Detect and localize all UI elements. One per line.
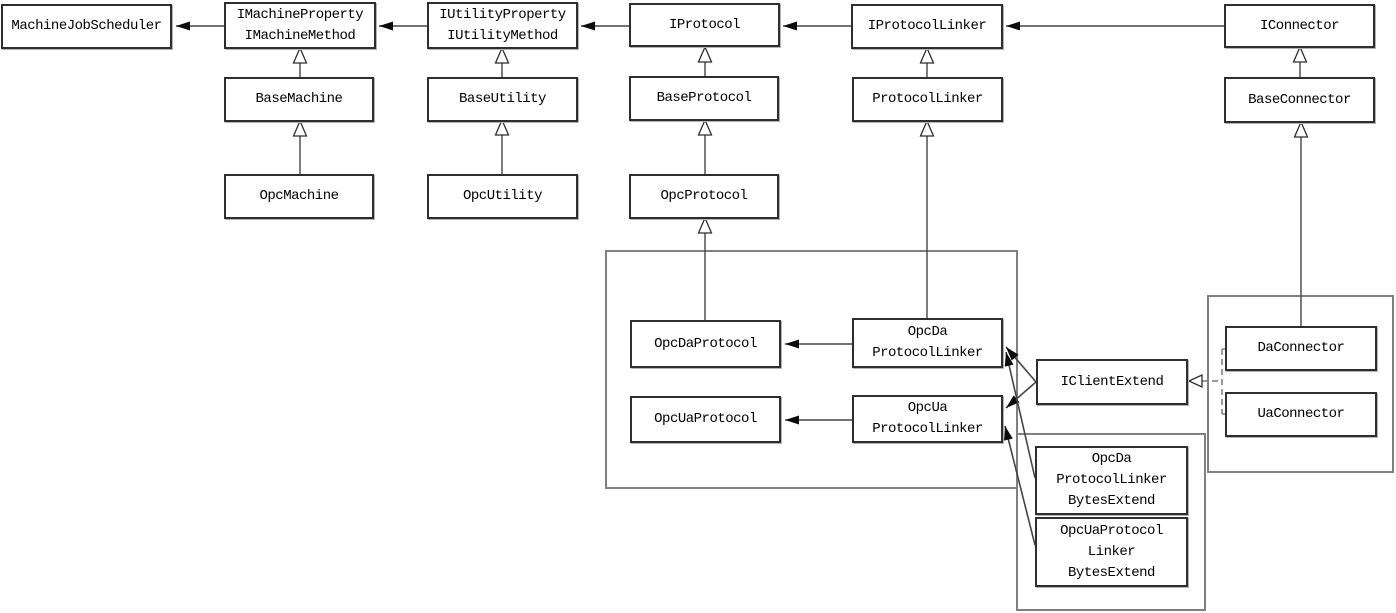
node-opc-da-protocol: OpcDaProtocol — [630, 320, 781, 368]
node-opc-protocol: OpcProtocol — [629, 174, 779, 219]
node-opc-da-protocol-linker: OpcDa ProtocolLinker — [852, 318, 1003, 368]
generalization-stems — [299, 62, 1302, 326]
node-opc-machine: OpcMachine — [224, 174, 374, 219]
container-opc-protocol-group — [605, 250, 1018, 489]
node-opc-ua-protocol: OpcUaProtocol — [630, 396, 781, 443]
node-iclient-extend: IClientExtend — [1036, 359, 1188, 405]
node-protocol-linker: ProtocolLinker — [852, 77, 1003, 122]
node-machine-job-scheduler: MachineJobScheduler — [1, 4, 172, 49]
realization-triangle — [1187, 373, 1203, 389]
node-ua-connector: UaConnector — [1225, 392, 1377, 437]
node-base-protocol: BaseProtocol — [629, 76, 779, 121]
container-bytes-extend-group — [1016, 433, 1206, 611]
node-imachine-property-method: IMachineProperty IMachineMethod — [224, 2, 376, 49]
node-base-connector: BaseConnector — [1224, 77, 1375, 123]
node-base-utility: BaseUtility — [427, 77, 578, 122]
node-base-machine: BaseMachine — [224, 77, 374, 122]
node-iprotocol-linker: IProtocolLinker — [851, 4, 1003, 49]
generalization-triangles — [292, 45, 1309, 234]
realization-dashed-lines — [1202, 348, 1225, 415]
node-iprotocol: IProtocol — [629, 3, 780, 47]
node-opc-ua-protocol-linker: OpcUa ProtocolLinker — [852, 395, 1003, 443]
association-arrows — [176, 21, 1224, 546]
node-opc-ua-protocol-linker-bytes-extend: OpcUaProtocol Linker BytesExtend — [1035, 517, 1188, 587]
node-iutility-property-method: IUtilityProperty IUtilityMethod — [427, 2, 578, 49]
node-da-connector: DaConnector — [1225, 326, 1377, 371]
node-opc-utility: OpcUtility — [427, 174, 578, 219]
node-iconnector: IConnector — [1224, 4, 1375, 48]
node-opc-da-protocol-linker-bytes-extend: OpcDa ProtocolLinker BytesExtend — [1035, 446, 1188, 515]
